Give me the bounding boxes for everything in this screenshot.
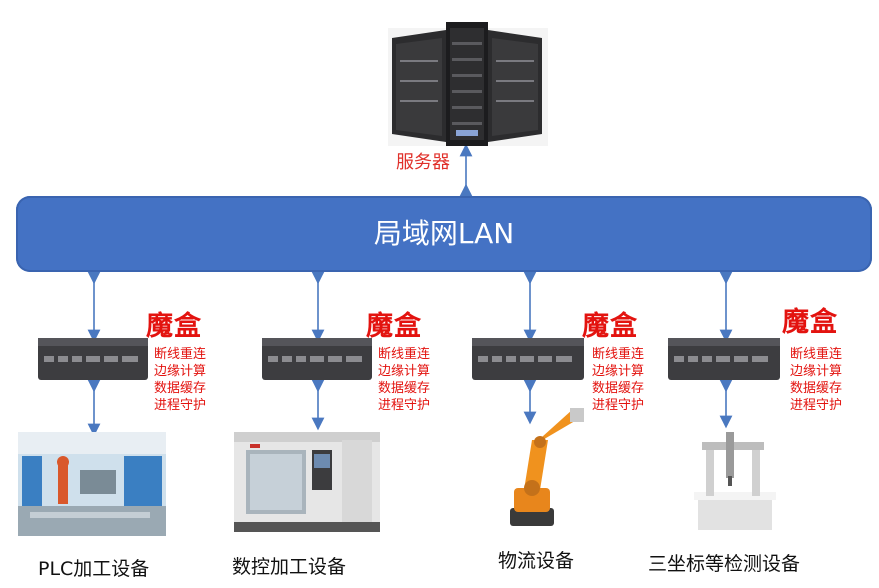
- feature-edge-compute: 边缘计算: [790, 364, 843, 379]
- edge-box-3-features: 断线重连 边缘计算 数据缓存 进程守护: [592, 346, 644, 414]
- feature-reconnect: 断线重连: [592, 347, 645, 362]
- feature-data-cache: 数据缓存: [592, 381, 645, 396]
- edge-box-2-title: 魔盒: [366, 311, 422, 342]
- feature-process-guard: 进程守护: [378, 398, 431, 413]
- feature-edge-compute: 边缘计算: [592, 364, 645, 379]
- feature-data-cache: 数据缓存: [790, 381, 843, 396]
- feature-edge-compute: 边缘计算: [154, 364, 207, 379]
- edge-box-4-features: 断线重连 边缘计算 数据缓存 进程守护: [790, 346, 842, 414]
- feature-data-cache: 数据缓存: [378, 381, 431, 396]
- edge-box-3-title: 魔盒: [582, 311, 638, 342]
- feature-process-guard: 进程守护: [154, 398, 207, 413]
- lan-label: 局域网LAN: [373, 217, 515, 250]
- edge-box-1-features: 断线重连 边缘计算 数据缓存 进程守护: [154, 346, 206, 414]
- device-label-plc: PLC加工设备: [38, 558, 150, 580]
- cmm-icon: [694, 432, 776, 530]
- factory-line-icon: [18, 432, 166, 536]
- robot-arm-icon: [510, 408, 584, 526]
- feature-data-cache: 数据缓存: [154, 381, 207, 396]
- edge-box-3-icon: [472, 338, 584, 380]
- device-label-cnc: 数控加工设备: [232, 556, 347, 578]
- feature-edge-compute: 边缘计算: [378, 364, 431, 379]
- feature-reconnect: 断线重连: [154, 347, 207, 362]
- lan-bar: 局域网LAN: [16, 196, 872, 272]
- cnc-machine-icon: [234, 432, 380, 532]
- feature-reconnect: 断线重连: [378, 347, 431, 362]
- edge-box-1-title: 魔盒: [146, 311, 202, 342]
- device-label-logistics: 物流设备: [498, 550, 575, 572]
- server-label: 服务器: [396, 152, 450, 173]
- edge-box-4-icon: [668, 338, 780, 380]
- edge-box-1-icon: [38, 338, 148, 380]
- edge-box-2-features: 断线重连 边缘计算 数据缓存 进程守护: [378, 346, 430, 414]
- edge-box-2-icon: [262, 338, 372, 380]
- feature-process-guard: 进程守护: [790, 398, 843, 413]
- device-label-inspection: 三坐标等检测设备: [648, 553, 801, 575]
- feature-process-guard: 进程守护: [592, 398, 645, 413]
- feature-reconnect: 断线重连: [790, 347, 843, 362]
- edge-box-4-title: 魔盒: [782, 307, 838, 338]
